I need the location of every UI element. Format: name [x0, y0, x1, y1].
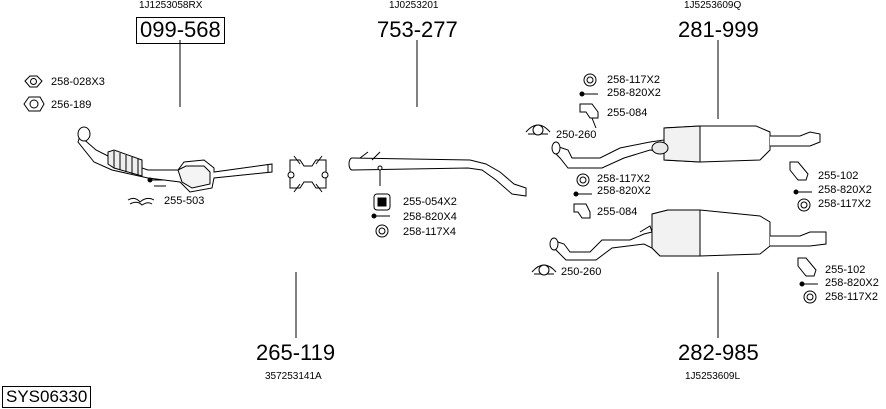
- fitting-label[interactable]: 255-102: [818, 170, 859, 182]
- fitting-label[interactable]: 256-189: [51, 99, 92, 111]
- clamp-bolt-icon: [372, 214, 390, 218]
- part-number-282-985[interactable]: 282-985: [678, 340, 759, 365]
- fitting-label[interactable]: 258-117X2: [818, 198, 872, 210]
- exhaust-clamp-icon: [526, 125, 550, 135]
- fitting-label[interactable]: 255-084: [597, 206, 638, 218]
- washer-icon: [577, 174, 589, 186]
- washer-icon: [798, 199, 810, 211]
- oe-number-282-985: 1J5253609L: [685, 371, 741, 382]
- rear-silencer-upper: [552, 126, 820, 168]
- rear-hanger-icon: [790, 162, 808, 180]
- catalytic-converter-pipe: [78, 127, 272, 192]
- fitting-label[interactable]: 258-820X2: [818, 184, 872, 196]
- fitting-label[interactable]: 250-260: [561, 266, 602, 278]
- washer-icon: [376, 225, 388, 237]
- fitting-label[interactable]: 255-054X2: [403, 196, 457, 208]
- fitting-label[interactable]: 258-117X2: [597, 173, 651, 185]
- oe-number-281-999: 1J5253609Q: [684, 0, 742, 11]
- oe-number-265-119: 357253141A: [265, 371, 322, 382]
- flange-gasket-icon: [24, 97, 44, 111]
- fitting-label[interactable]: 258-117X4: [403, 226, 457, 238]
- diagram-code: SYS06330: [2, 386, 92, 408]
- gasket-strip-icon: [128, 198, 154, 205]
- clamp-bolt-icon: [148, 178, 166, 186]
- rear-hanger-icon: [798, 258, 816, 276]
- clamp-bolt-icon: [580, 92, 598, 96]
- fitting-label[interactable]: 250-260: [556, 129, 597, 141]
- intermediate-pipe: [349, 152, 526, 196]
- part-number-281-999[interactable]: 281-999: [678, 17, 759, 42]
- fitting-label[interactable]: 258-028X3: [51, 76, 105, 88]
- clamp-bolt-icon: [574, 192, 592, 196]
- part-number-265-119[interactable]: 265-119: [256, 340, 336, 365]
- fitting-label[interactable]: 255-084: [607, 107, 648, 119]
- fitting-label[interactable]: 258-117X2: [825, 291, 879, 303]
- fitting-label[interactable]: 258-820X4: [403, 211, 457, 223]
- oe-number-753-277: 1J0253201: [389, 0, 439, 11]
- rubber-hanger-icon: [374, 194, 390, 210]
- hanger-bracket-icon: [580, 104, 598, 128]
- rear-silencer-lower: [550, 210, 826, 260]
- fitting-label[interactable]: 255-102: [825, 264, 866, 276]
- clamp-bolt-icon: [800, 282, 818, 286]
- washer-icon: [584, 74, 596, 86]
- hex-nut-icon: [25, 76, 42, 87]
- fitting-label[interactable]: 258-820X2: [607, 87, 661, 99]
- washer-icon: [804, 291, 816, 303]
- part-number-753-277[interactable]: 753-277: [377, 17, 458, 42]
- hanger-bracket-icon: [574, 204, 590, 218]
- clamp-sleeve: [288, 156, 328, 192]
- fitting-label[interactable]: 258-117X2: [607, 74, 661, 86]
- clamp-bolt-icon: [794, 190, 812, 194]
- fitting-label[interactable]: 258-820X2: [597, 185, 651, 197]
- part-number-099-568[interactable]: 099-568: [136, 17, 225, 44]
- fitting-label[interactable]: 255-503: [164, 195, 205, 207]
- fitting-label[interactable]: 258-820X2: [825, 277, 879, 289]
- oe-number-099-568: 1J1253058RX: [139, 0, 203, 11]
- exhaust-clamp-icon: [532, 265, 556, 275]
